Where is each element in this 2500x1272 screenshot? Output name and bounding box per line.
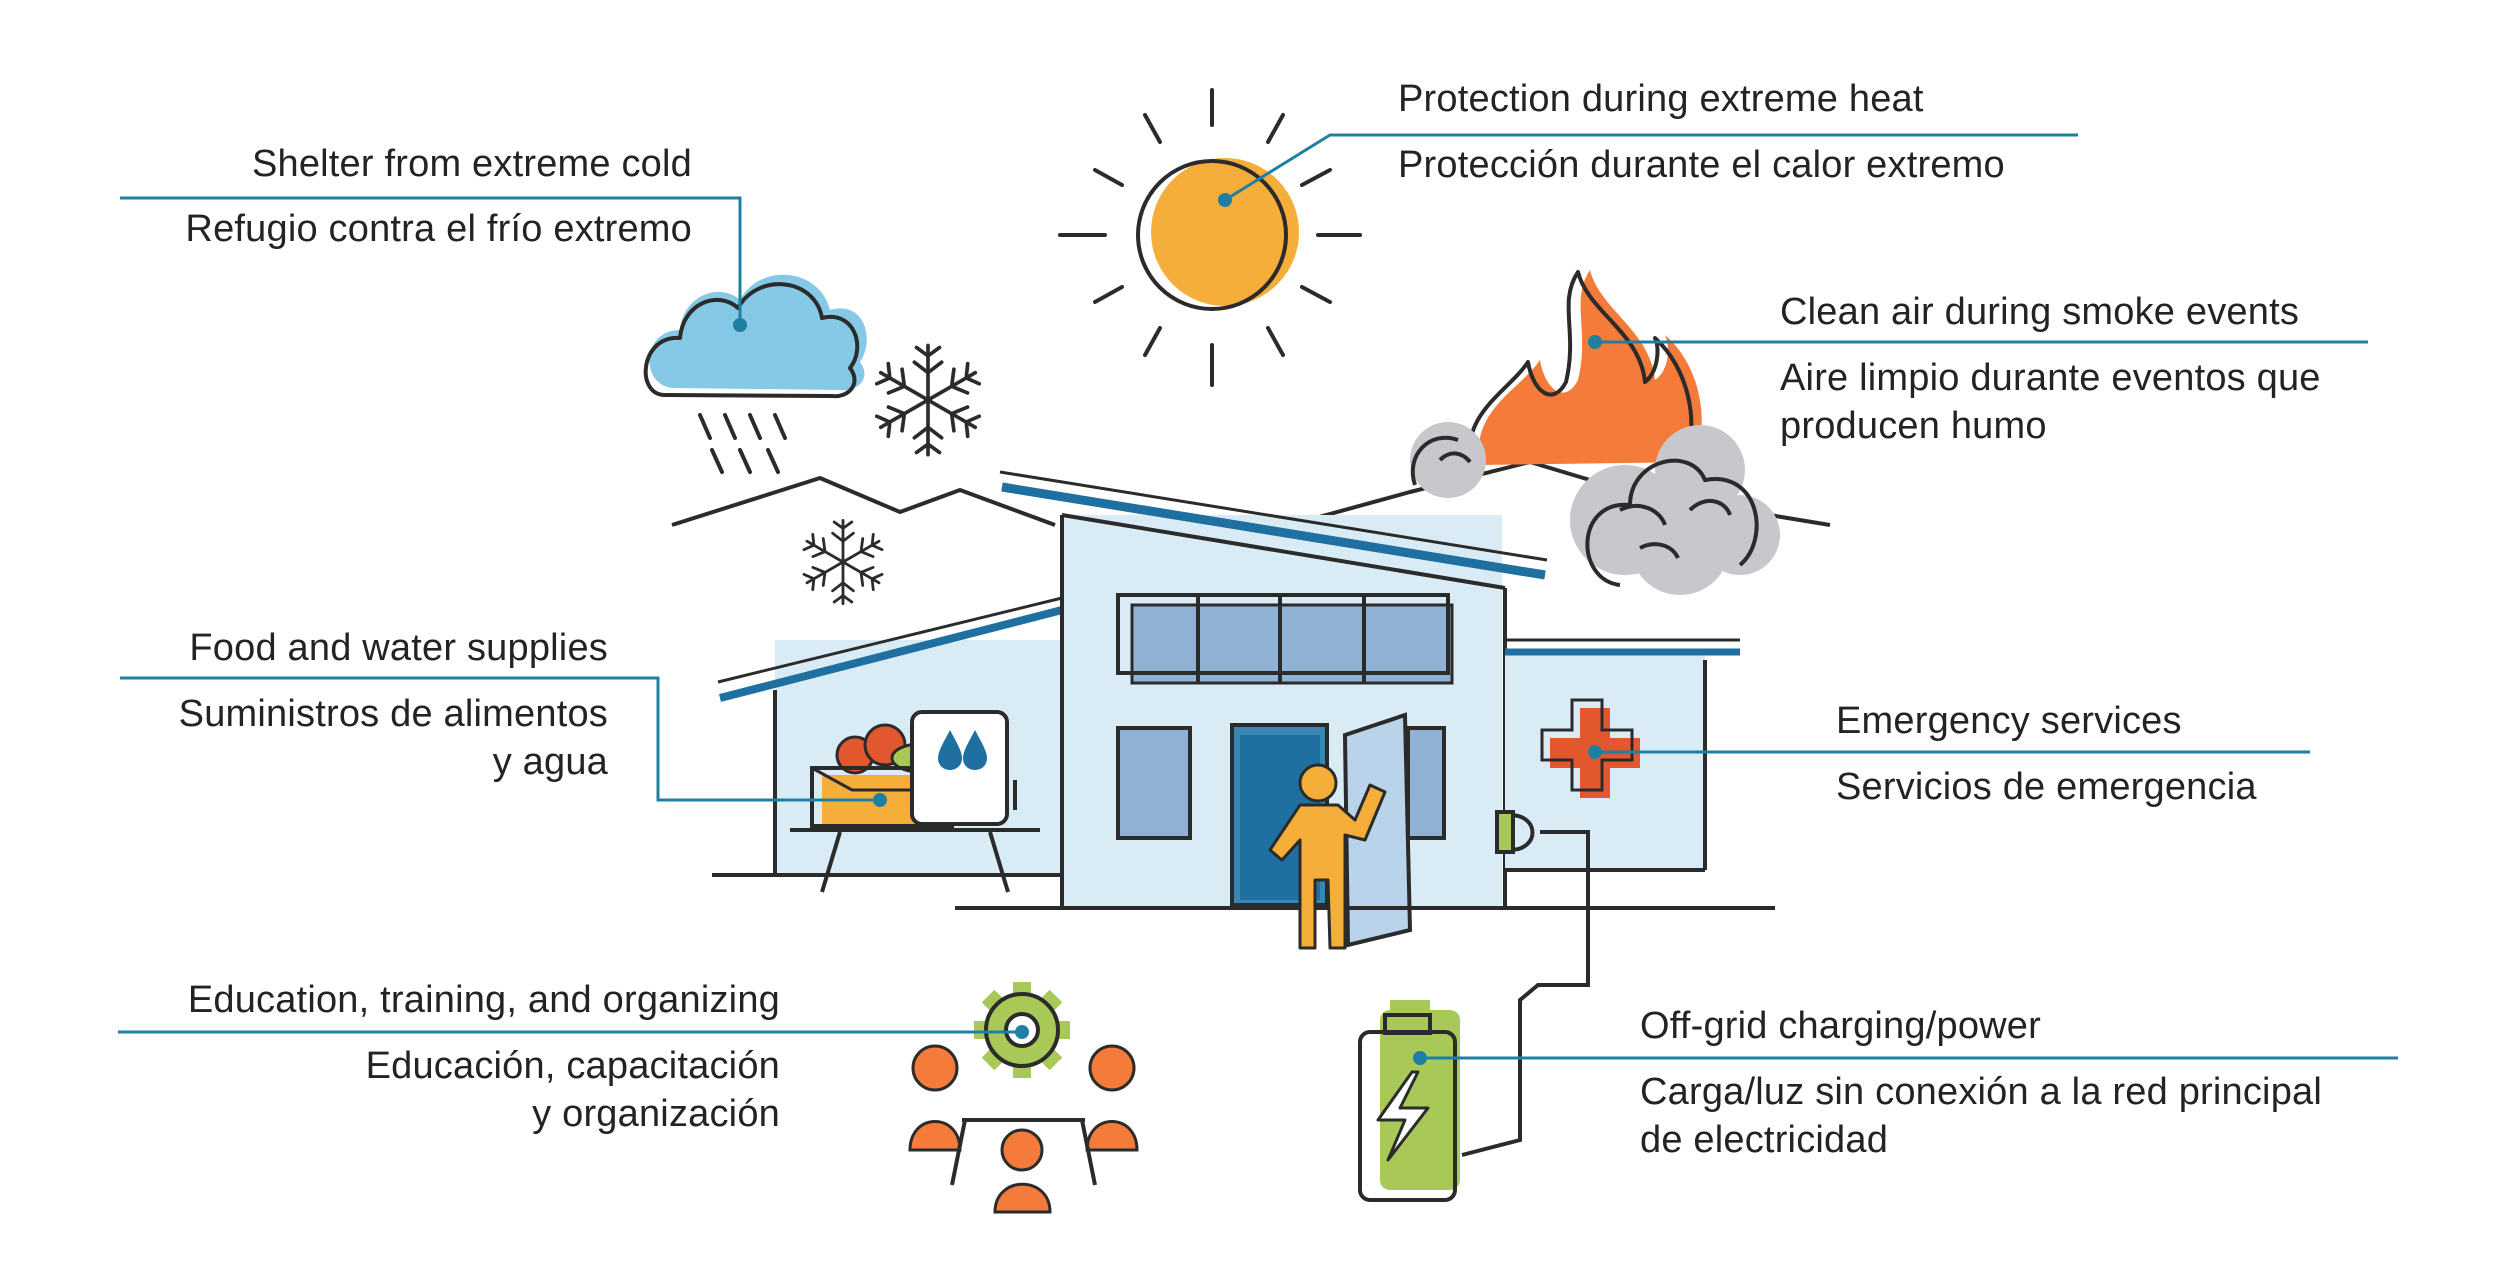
label-smoke-en: Clean air during smoke events (1780, 291, 2300, 333)
battery-icon (1358, 1000, 1460, 1202)
label-emergency-en: Emergency services (1836, 700, 2182, 742)
sun-icon (1058, 88, 1362, 387)
label-cold-en: Shelter from extreme cold (251, 143, 692, 185)
house-icon (712, 470, 1775, 948)
label-food-es-1: Suministros de alimentos (178, 693, 608, 735)
label-education-es-1: Educación, capacitación (365, 1045, 780, 1087)
leader-dots (733, 193, 1602, 1065)
label-smoke-es-1: Aire limpio durante eventos que (1780, 357, 2321, 399)
people-icon (908, 1044, 1139, 1214)
label-power-es-2: de electricidad (1640, 1119, 1889, 1161)
label-emergency-es: Servicios de emergencia (1836, 766, 2257, 808)
smoke-cloud-icon (1410, 422, 1780, 595)
label-food-es-2: y agua (492, 741, 608, 783)
label-power-en: Off-grid charging/power (1640, 1005, 2041, 1047)
label-education-en: Education, training, and organizing (187, 979, 780, 1021)
label-food-en: Food and water supplies (189, 627, 608, 669)
person-icon (1268, 763, 1387, 950)
label-cold-es: Refugio contra el frío extremo (185, 208, 692, 250)
label-smoke-es-2: producen humo (1780, 405, 2047, 447)
fire-icon (1467, 270, 1702, 466)
power-cord (1461, 810, 1590, 1157)
label-heat-es: Protección durante el calor extremo (1398, 144, 2005, 186)
label-heat-en: Protection during extreme heat (1398, 78, 1924, 120)
water-drops-icon (910, 710, 1017, 826)
label-education-es-2: y organización (532, 1093, 780, 1135)
leader-lines (118, 133, 2398, 1060)
label-power-es-1: Carga/luz sin conexión a la red principa… (1640, 1071, 2323, 1113)
rain-cloud-icon (643, 274, 867, 474)
